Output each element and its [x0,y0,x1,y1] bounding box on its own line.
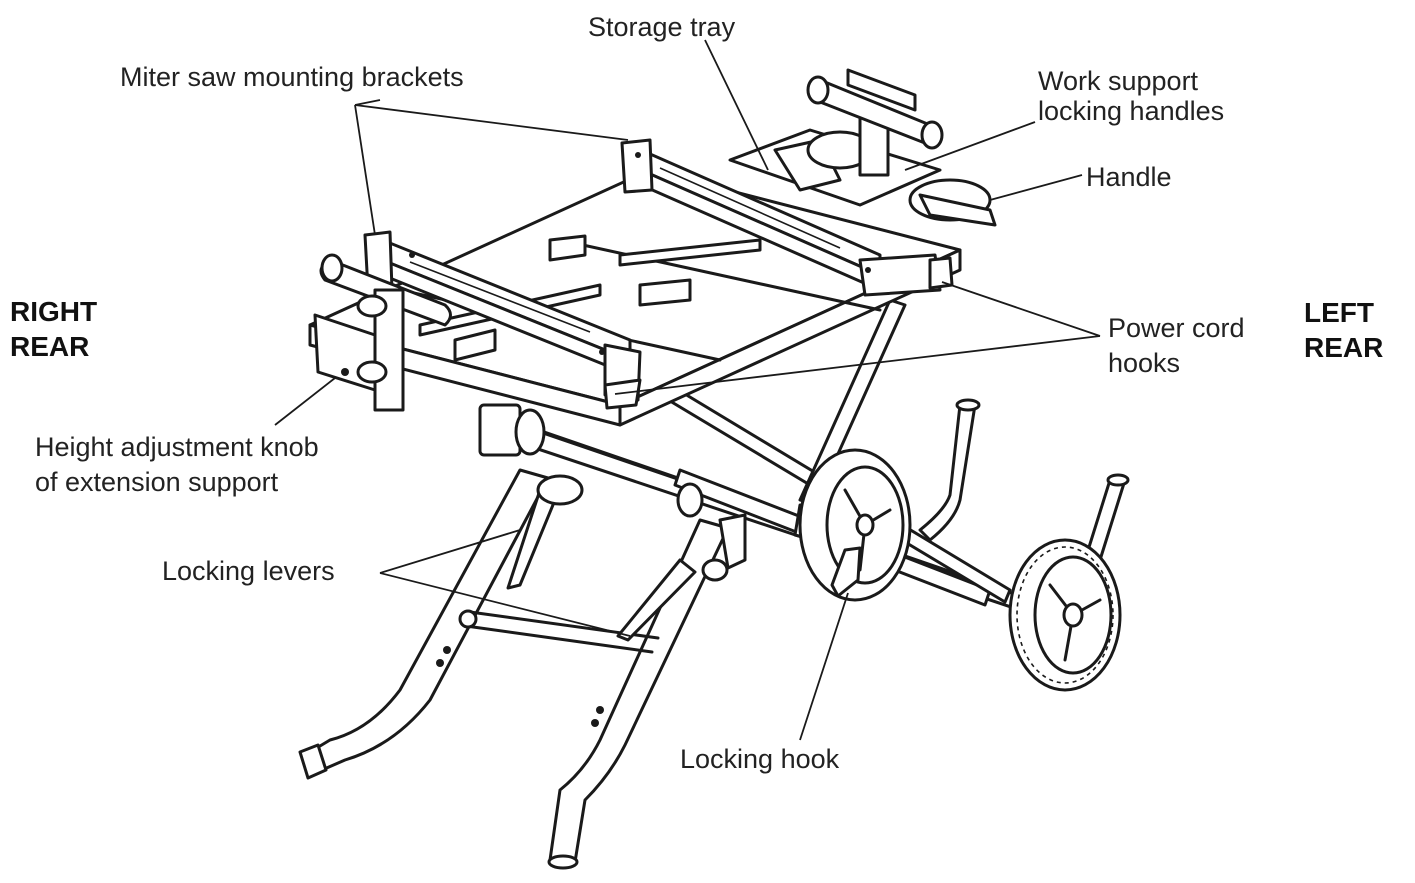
label-power-cord-line1: Power cord [1108,313,1245,343]
locking-hook [830,546,862,598]
label-height-knob-line1: Height adjustment knob [35,432,319,462]
label-miter-saw-mounting-brackets: Miter saw mounting brackets [120,62,464,92]
rear-legs [298,468,730,870]
side-left-line1: LEFT [1304,297,1374,328]
side-right-line2: REAR [10,331,90,362]
label-power-cord-line2: hooks [1108,348,1181,378]
bracket-right [620,138,942,297]
side-left-line2: REAR [1304,332,1384,363]
label-locking-hook: Locking hook [680,744,840,774]
storage-tray [728,128,997,227]
leader-lines [274,39,1101,741]
wheel-front [1008,538,1122,692]
side-right-line1: RIGHT [10,296,98,327]
wheel-legs [793,298,1130,562]
locking-levers [506,474,729,642]
label-handle: Handle [1086,162,1172,192]
label-locking-levers: Locking levers [162,556,335,586]
label-work-support-line2: locking handles [1038,96,1225,126]
label-work-support-line1: Work support [1038,66,1199,96]
rear-work-support [806,68,944,177]
label-height-knob-line2: of extension support [35,467,279,497]
extension-support [313,253,452,412]
label-storage-tray: Storage tray [588,12,736,42]
